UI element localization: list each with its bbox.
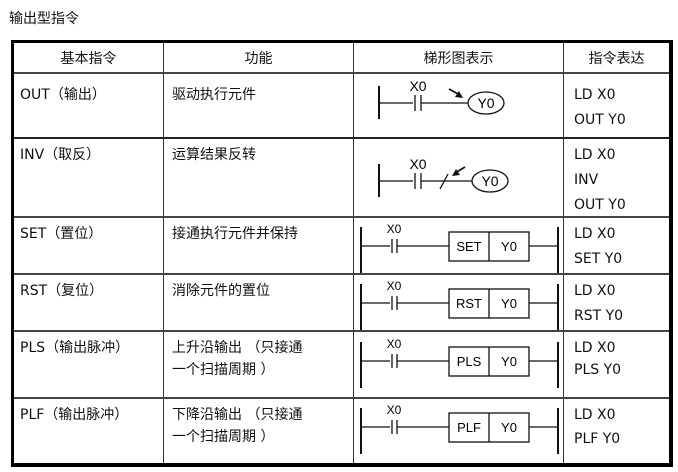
instruction-set: SET（置位） (20, 226, 103, 242)
column-divider (353, 43, 354, 463)
function-plf-line1: 下降沿输出 （只接通 (172, 407, 303, 423)
expression-inv-line2: INV (574, 172, 599, 188)
expression-plf-line2: PLF Y0 (574, 431, 621, 447)
svg-text:Y0: Y0 (501, 296, 517, 311)
header-ladder: 梯形图表示 (423, 51, 494, 67)
expression-rst-line1: LD X0 (574, 283, 616, 299)
function-inv: 运算结果反转 (172, 147, 256, 163)
svg-text:Y0: Y0 (481, 173, 498, 189)
output-instructions-table: 基本指令 功能 梯形图表示 指令表达 OUT（输出） 驱动执行元件 Y0 X0 … (11, 40, 673, 467)
svg-text:Y0: Y0 (501, 420, 517, 435)
function-set: 接通执行元件并保持 (172, 226, 298, 242)
row-divider (14, 273, 669, 275)
instruction-inv: INV（取反） (20, 147, 101, 163)
ladder-diagram-pls: X0 PLS Y0 (355, 334, 563, 390)
instruction-out: OUT（输出） (20, 87, 106, 103)
ladder-diagram-inv: Y0 X0 (369, 151, 519, 211)
function-out: 驱动执行元件 (172, 87, 256, 103)
expression-pls-line1: LD X0 (574, 340, 616, 356)
function-rst: 消除元件的置位 (172, 283, 270, 299)
expression-plf-line1: LD X0 (574, 407, 616, 423)
svg-text:X0: X0 (387, 279, 402, 293)
page-title: 输出型指令 (9, 11, 79, 27)
row-divider (14, 216, 669, 218)
row-divider (14, 72, 669, 74)
expression-out-line2: OUT Y0 (574, 112, 626, 128)
instruction-pls: PLS（输出脉冲） (20, 340, 130, 356)
expression-rst-line2: RST Y0 (574, 308, 624, 324)
column-divider (163, 43, 164, 463)
function-pls-line2: 一个扫描周期 ） (172, 362, 275, 378)
function-pls-line1: 上升沿输出 （只接通 (172, 340, 303, 356)
ladder-diagram-rst: X0 RST Y0 (355, 276, 563, 332)
svg-text:X0: X0 (387, 403, 402, 417)
instruction-rst: RST（复位） (20, 283, 104, 299)
expression-set-line1: LD X0 (574, 226, 616, 242)
expression-out-line1: LD X0 (574, 87, 616, 103)
row-divider (14, 330, 669, 332)
svg-text:PLF: PLF (457, 420, 481, 435)
svg-text:PLS: PLS (457, 354, 482, 369)
svg-text:Y0: Y0 (501, 354, 517, 369)
svg-text:X0: X0 (387, 222, 402, 236)
header-instruction: 基本指令 (60, 51, 117, 67)
svg-text:SET: SET (456, 239, 481, 254)
ladder-diagram-out: Y0 X0 (369, 76, 519, 134)
function-plf-line2: 一个扫描周期 ） (172, 429, 275, 445)
expression-inv-line1: LD X0 (574, 147, 616, 163)
contact-label: X0 (409, 78, 426, 94)
row-divider (14, 397, 669, 399)
header-expression: 指令表达 (588, 51, 645, 67)
header-function: 功能 (244, 51, 273, 67)
svg-text:Y0: Y0 (501, 239, 517, 254)
instruction-plf: PLF（输出脉冲） (20, 407, 129, 423)
ladder-diagram-set: X0 SET Y0 (355, 219, 563, 275)
expression-set-line2: SET Y0 (574, 251, 623, 267)
expression-inv-line3: OUT Y0 (574, 197, 626, 213)
svg-text:RST: RST (456, 296, 482, 311)
row-divider (14, 137, 669, 139)
svg-text:X0: X0 (387, 337, 402, 351)
ladder-diagram-plf: X0 PLF Y0 (355, 400, 563, 456)
expression-pls-line2: PLS Y0 (574, 362, 622, 378)
svg-text:X0: X0 (409, 156, 426, 172)
column-divider (563, 43, 564, 463)
coil-label: Y0 (477, 95, 494, 111)
